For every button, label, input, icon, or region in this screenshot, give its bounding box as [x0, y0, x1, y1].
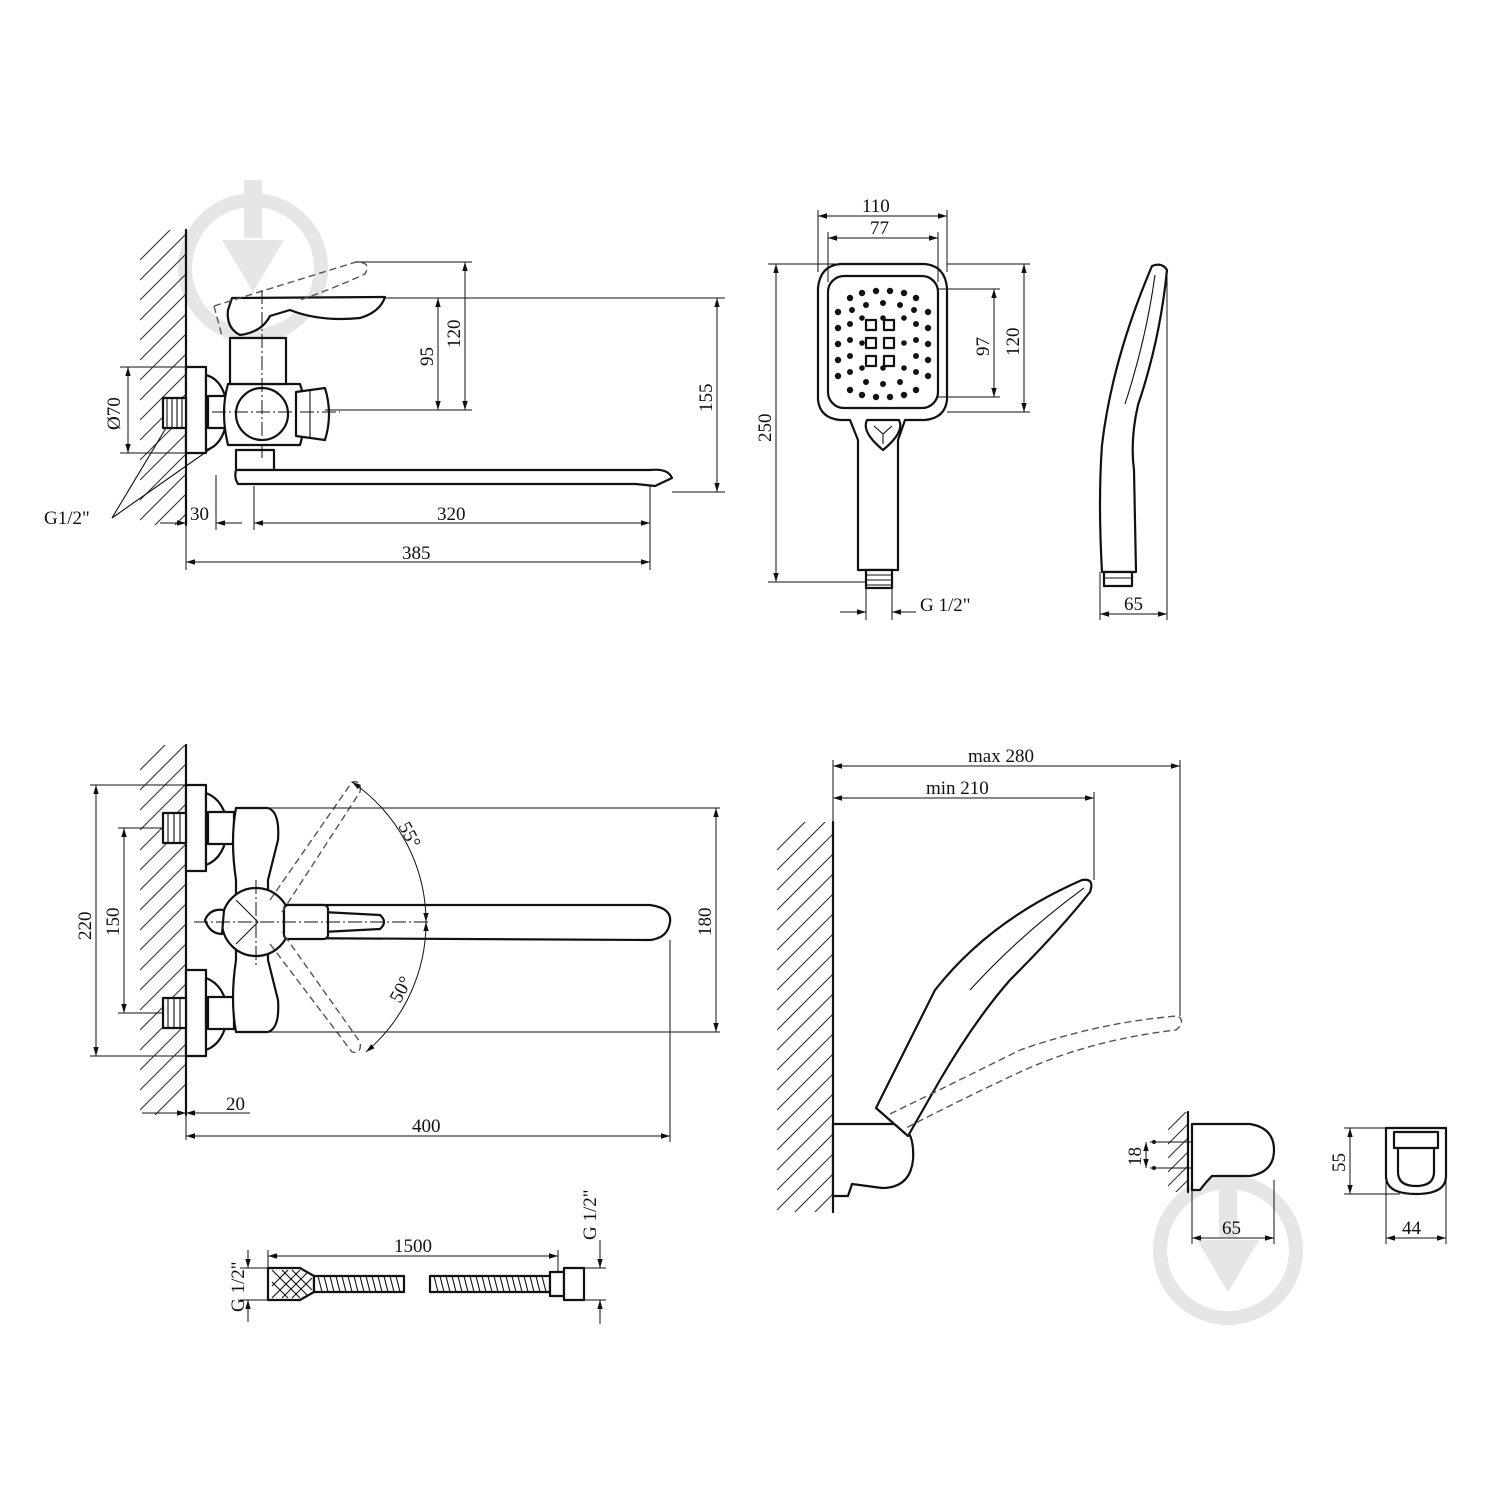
angle-upper-label: 55° — [394, 818, 425, 851]
hose-length-label: 1500 — [394, 1236, 432, 1257]
bracket-width-label: 44 — [1402, 1218, 1422, 1239]
hose-thread-right-label: G 1/2" — [580, 1189, 601, 1240]
hose-coil — [433, 1275, 547, 1293]
bracket-front-view: 55 44 — [1329, 1126, 1448, 1244]
total-length-label: 400 — [412, 1116, 441, 1137]
angle-lower-label: 50° — [386, 973, 417, 1006]
side-view: G1/2" Ø70 30 320 385 95 120 155 — [44, 228, 725, 570]
wall-hatch — [777, 822, 833, 1212]
bracket-side-view: 18 65 — [1125, 1110, 1276, 1244]
spout-reach-label: 320 — [437, 504, 466, 525]
max-reach-label: max 280 — [968, 746, 1034, 767]
total-length-label: 250 — [755, 414, 776, 443]
diameter-label: Ø70 — [104, 397, 125, 430]
hose-knurl — [271, 1269, 313, 1299]
hose-view: 1500 G 1/2" G 1/2" — [228, 1189, 606, 1324]
inlet-spacing-label: 150 — [103, 908, 124, 937]
wall-offset-label: 20 — [226, 1094, 245, 1115]
face-height-label: 97 — [973, 337, 994, 356]
total-height-label: 155 — [696, 384, 717, 413]
thread-label: G 1/2" — [920, 595, 971, 616]
wall-gap-label: 30 — [190, 504, 209, 525]
hose-thread-left-label: G 1/2" — [228, 1261, 249, 1312]
watermark-logo — [1153, 1165, 1303, 1325]
head-height-label: 120 — [1003, 328, 1024, 357]
face-width-label: 77 — [870, 218, 889, 239]
top-view: 55° 50° 220 150 180 20 400 — [75, 743, 720, 1142]
hose-coil — [317, 1275, 401, 1293]
head-width-label: 110 — [862, 196, 890, 217]
spray-nozzles — [834, 287, 932, 401]
hand-shower-front-view: 110 77 97 120 250 G 1/2" — [755, 196, 1030, 620]
hand-shower-side-view: 65 — [1098, 263, 1169, 620]
spout-width-label: 180 — [695, 908, 716, 937]
lever-height-label: 95 — [417, 347, 438, 366]
bracket-height-label: 55 — [1329, 1153, 1350, 1172]
holder-view: max 280 min 210 — [777, 746, 1183, 1214]
thread-label: G1/2" — [44, 508, 90, 529]
total-length-label: 385 — [402, 543, 431, 564]
wall-hatch — [1168, 1112, 1188, 1192]
min-reach-label: min 210 — [926, 778, 989, 799]
overall-width-label: 220 — [75, 912, 96, 941]
lever-raised-label: 120 — [444, 320, 465, 349]
thickness-label: 65 — [1124, 594, 1143, 615]
bracket-depth-label: 65 — [1222, 1218, 1241, 1239]
mount-spacing-label: 18 — [1125, 1147, 1146, 1166]
